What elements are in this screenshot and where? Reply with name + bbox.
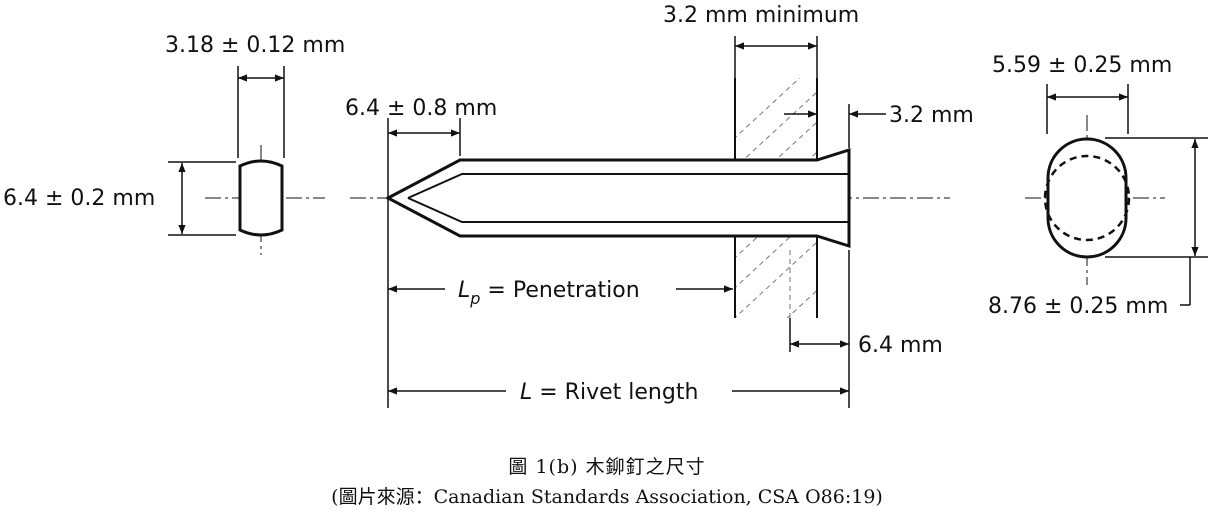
head-offset-label: 3.2 mm [889,103,974,128]
rivet-side-view [350,36,950,408]
rivet-dimension-diagram: 3.18 ± 0.12 mm 6.4 ± 0.2 mm [3,3,1208,408]
rivet-length-text: = Rivet length [532,380,698,405]
penetration-text: = Penetration [480,278,639,303]
head-thickness-label: 3.18 ± 0.12 mm [165,33,345,58]
head-width-label: 5.59 ± 0.25 mm [992,53,1172,78]
figure-source: (圖片來源：Canadian Standards Association, CS… [331,486,883,508]
penetration-subscript: p [469,289,480,308]
embed-depth-label: 6.4 mm [858,333,943,358]
penetration-symbol: L [458,278,470,303]
penetration-label: Lp = Penetration [458,278,640,308]
plate-thickness-label: 3.2 mm minimum [663,3,859,28]
rivet-length-symbol: L [520,380,532,405]
rivet-head-view [1025,84,1208,306]
rivet-length-label: L = Rivet length [520,380,698,405]
head-height-left-label: 6.4 ± 0.2 mm [3,186,155,211]
head-length-label: 8.76 ± 0.25 mm [988,294,1168,319]
tip-length-label: 6.4 ± 0.8 mm [345,96,497,121]
figure-caption: 圖 1(b) 木鉚釘之尺寸 [508,456,706,478]
rivet-end-view [168,66,325,255]
